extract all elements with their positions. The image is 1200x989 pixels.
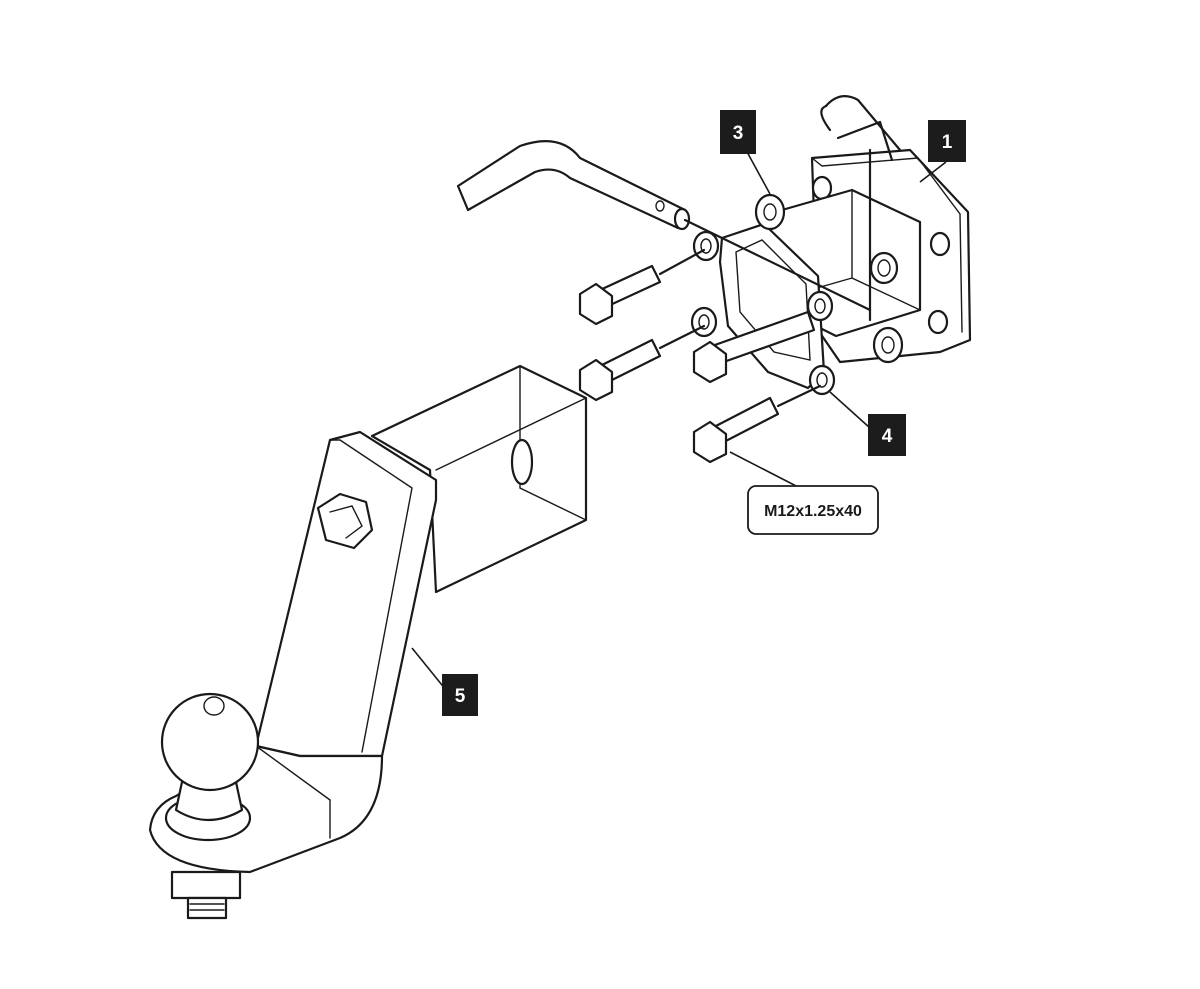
callout-tag-5: 5 [442, 674, 478, 716]
callout-tag-4: 4 [868, 414, 906, 456]
callout-tag-3: 3 [720, 110, 756, 154]
svg-text:4: 4 [882, 426, 893, 447]
svg-text:5: 5 [455, 686, 466, 707]
hitch-pin [456, 140, 872, 312]
svg-text:M12x1.25x40: M12x1.25x40 [764, 503, 862, 520]
svg-text:1: 1 [942, 132, 953, 153]
ball-mount [148, 364, 588, 920]
callout-tag-1: 1 [928, 120, 966, 162]
spring-clip [820, 95, 902, 322]
svg-text:3: 3 [733, 123, 744, 144]
bolt-spec-label: M12x1.25x40 [747, 485, 879, 535]
bolts [578, 248, 822, 464]
leader-lines [411, 149, 947, 691]
washers [690, 193, 904, 396]
receiver-plate-assembly [718, 148, 972, 390]
